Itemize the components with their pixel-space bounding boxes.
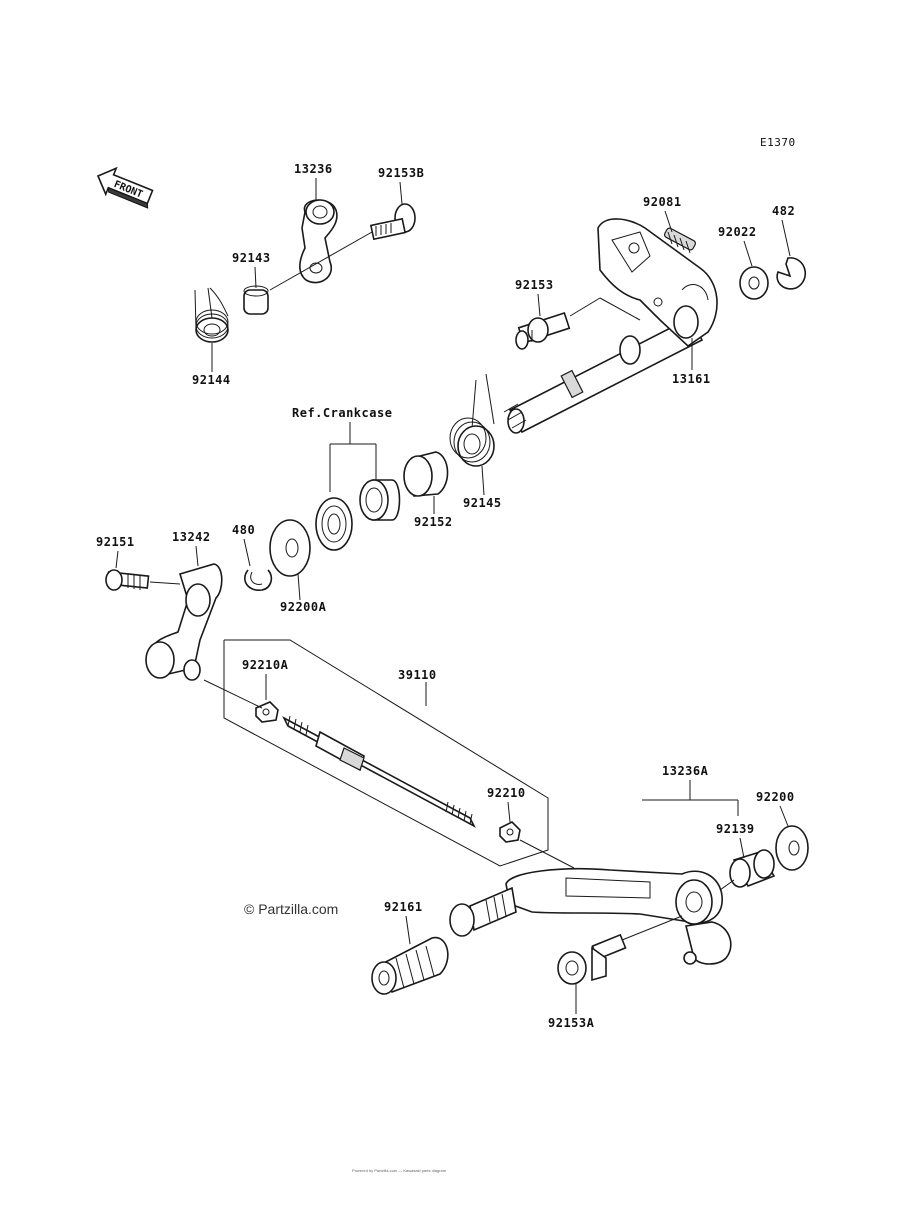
bolt-92153A — [557, 933, 627, 985]
label-92022: 92022 — [718, 225, 757, 239]
assembly-bracket-39110 — [223, 639, 549, 867]
label-13242: 13242 — [172, 530, 211, 544]
label-92153A: 92153A — [548, 1016, 595, 1030]
rubber-92161 — [371, 937, 449, 995]
nut-92210 — [499, 821, 521, 843]
footer-text: Powered by Partzilla.com — Kawasaki part… — [352, 1168, 447, 1173]
collar-92143 — [243, 285, 269, 315]
label-92210: 92210 — [487, 786, 526, 800]
bolt-92153 — [515, 311, 571, 350]
label-13161: 13161 — [672, 372, 711, 386]
lever-13242 — [145, 563, 223, 681]
bolt-92151 — [105, 569, 150, 591]
collar-92152 — [403, 451, 449, 497]
label-92153: 92153 — [515, 278, 554, 292]
label-482: 482 — [772, 204, 795, 218]
pedal-shaft — [449, 886, 517, 937]
nut-92210A — [255, 701, 279, 723]
watermark-text: © Partzilla.com — [244, 901, 338, 917]
bearing-crankcase — [315, 497, 353, 551]
label-92151: 92151 — [96, 535, 135, 549]
spring-92081 — [663, 227, 697, 254]
washer-92200A — [269, 519, 311, 577]
spring-92145 — [449, 373, 495, 467]
label-13236A: 13236A — [662, 764, 709, 778]
diagram-code: E1370 — [760, 136, 796, 149]
washer-92200 — [775, 825, 809, 871]
label-480: 480 — [232, 523, 255, 537]
label-13236: 13236 — [294, 162, 333, 176]
label-92152: 92152 — [414, 515, 453, 529]
label-39110: 39110 — [398, 668, 437, 682]
label-92200A: 92200A — [280, 600, 327, 614]
label-92143: 92143 — [232, 251, 271, 265]
label-92153B: 92153B — [378, 166, 424, 180]
needle-bearing — [359, 479, 401, 521]
label-92161: 92161 — [384, 900, 423, 914]
bolt-92153B — [369, 203, 416, 241]
circlip-482 — [776, 257, 807, 290]
shift-shaft-13161 — [503, 218, 718, 434]
label-92200: 92200 — [756, 790, 795, 804]
washer-92022 — [739, 266, 769, 300]
label-92145: 92145 — [463, 496, 502, 510]
label-92139: 92139 — [716, 822, 755, 836]
arm-13236 — [299, 199, 338, 284]
tie-rod — [282, 715, 476, 828]
label-92081: 92081 — [643, 195, 682, 209]
front-arrow-icon: FRONT — [96, 166, 154, 209]
label-92210A: 92210A — [242, 658, 289, 672]
label-92144: 92144 — [192, 373, 231, 387]
ref-crankcase-label: Ref.Crankcase — [292, 406, 392, 420]
shift-pedal-13236A — [505, 867, 732, 965]
spring-92144 — [194, 287, 229, 343]
bushing-92139 — [729, 849, 776, 888]
circlip-480 — [244, 569, 273, 591]
